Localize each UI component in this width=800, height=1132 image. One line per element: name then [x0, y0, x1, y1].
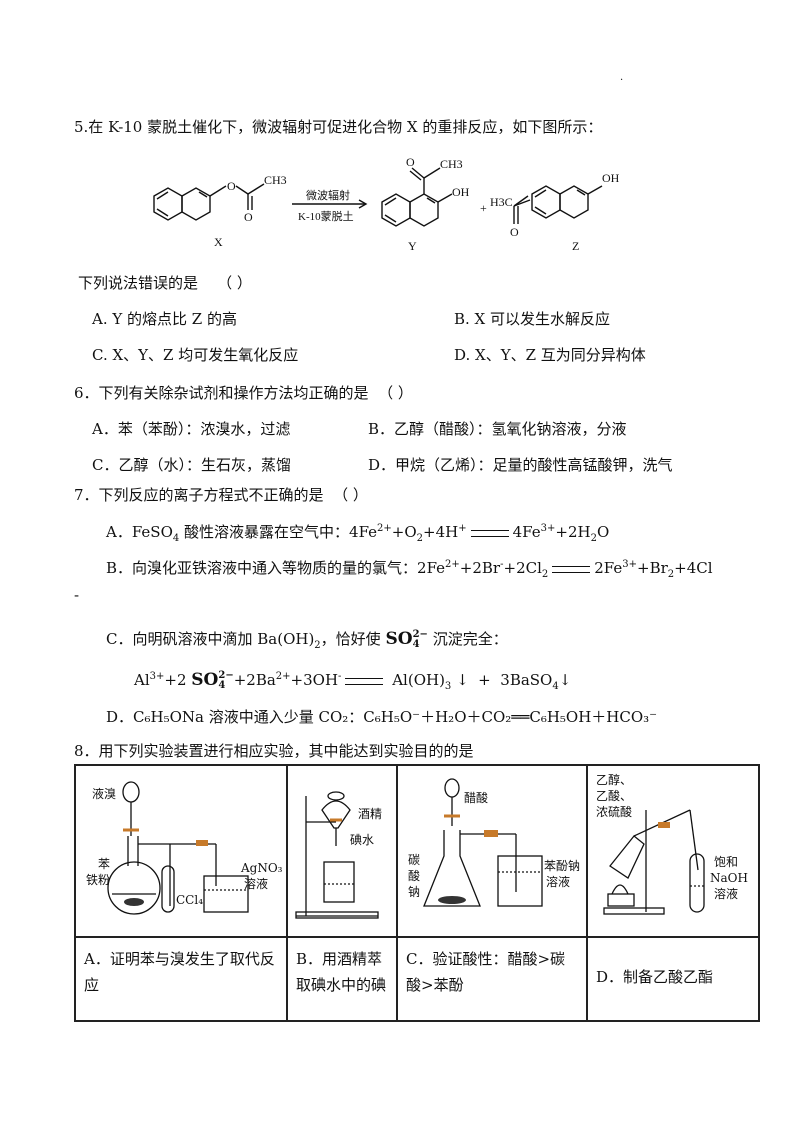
q7-b-tail: - [74, 586, 80, 604]
q8-figure-b: 酒精 碘水 [286, 764, 398, 938]
q8-b-alcohol: 酒精 [358, 807, 382, 821]
q5-prompt: 下列说法错误的是 （ ） [78, 274, 252, 292]
q8-c-na2co3-1: 碳 [408, 853, 420, 867]
q5-option-a: A. Y 的熔点比 Z 的高 [92, 310, 237, 328]
q8-a-ccl4: CCl₄ [176, 893, 203, 907]
q8-stem: 8．用下列实验装置进行相应实验，其中能达到实验目的的是 [74, 742, 474, 760]
q8-apparatus-table: 液溴 苯 铁粉 CCl₄ AgNO₃ 溶液 [74, 764, 760, 1022]
q6-option-d: D．甲烷（乙烯）：足量的酸性高锰酸钾，洗气 [368, 456, 673, 474]
q8-c-phenolate-1: 苯酚钠 [544, 858, 580, 873]
q5-cond-top: 微波辐射 [306, 188, 350, 202]
q8-d-reag-2: 乙酸、 [596, 788, 632, 803]
q5-z-oh: OH [602, 171, 620, 185]
q6-option-c: C．乙醇（水）：生石灰，蒸馏 [92, 456, 291, 474]
q7-stem: 7．下列反应的离子方程式不正确的是 （ ） [74, 486, 368, 504]
q8-caption-d: D．制备乙酸乙酯 [586, 936, 760, 1022]
q8-d-sat-2: NaOH [710, 871, 748, 885]
q5-label-x: X [214, 235, 223, 249]
q5-plus: + [480, 201, 487, 215]
q5-option-c: C. X、Y、Z 均可发生氧化反应 [92, 346, 299, 364]
q8-a-benzene: 苯 [98, 857, 110, 871]
q5-option-b: B. X 可以发生水解反应 [454, 310, 611, 328]
q8-caption-a: A．证明苯与溴发生了取代反应 [74, 936, 288, 1022]
q8-d-reag-3: 浓硫酸 [596, 804, 632, 819]
q8-c-acetic: 醋酸 [464, 790, 488, 805]
svg-text:O: O [406, 155, 415, 169]
q8-c-phenolate-2: 溶液 [546, 874, 570, 889]
q8-b-iodine: 碘水 [350, 833, 374, 847]
q8-a-soln: 溶液 [244, 876, 268, 891]
q8-c-na2co3-3: 钠 [408, 884, 420, 899]
corner-dot: . [620, 72, 624, 83]
q5-stem: 5.在 K-10 蒙脱土催化下，微波辐射可促进化合物 X 的重排反应，如下图所示… [74, 118, 603, 136]
q8-caption-c: C．验证酸性：醋酸>碳酸>苯酚 [396, 936, 588, 1022]
q5-y-oh: OH [452, 185, 470, 199]
q6-stem: 6．下列有关除杂试剂和操作方法均正确的是 （ ） [74, 384, 413, 402]
q8-figure-a: 液溴 苯 铁粉 CCl₄ AgNO₃ 溶液 [74, 764, 288, 938]
q6-option-a: A．苯（苯酚）：浓溴水，过滤 [92, 420, 291, 438]
q8-a-liquid-br: 液溴 [92, 786, 116, 801]
q5-label-z: Z [572, 239, 579, 253]
q8-d-sat-3: 溶液 [714, 886, 738, 901]
q7-a-equation: 4Fe2++O2+4H+4Fe3++2H2O [349, 523, 610, 544]
svg-text:O: O [510, 225, 519, 239]
q5-y-ch3: CH3 [440, 157, 463, 171]
q8-figure-c: 醋酸 碳 酸 钠 苯酚钠 溶液 [396, 764, 588, 938]
q5-x-oxygen: O [227, 179, 236, 193]
q7-option-d: D．C₆H₅ONa 溶液中通入少量 CO₂：C₆H₅O⁻＋H₂O＋CO₂══C₆… [106, 708, 658, 726]
q5-label-y: Y [408, 239, 417, 253]
q6-option-b: B．乙醇（醋酸）：氢氧化钠溶液，分液 [368, 420, 627, 438]
q6-answer-paren: （ ） [378, 384, 413, 402]
q8-caption-b: B．用酒精萃取碘水中的碘 [286, 936, 398, 1022]
q8-a-agno3: AgNO₃ [240, 861, 283, 875]
q5-cond-bottom: K-10蒙脱土 [298, 209, 354, 223]
q7-option-a: A．FeSO4 酸性溶液暴露在空气中：4Fe2++O2+4H+4Fe3++2H2… [106, 523, 610, 544]
q8-d-reag-1: 乙醇、 [596, 772, 632, 787]
q8-figure-d: 乙醇、 乙酸、 浓硫酸 饱和 NaOH 溶液 [586, 764, 760, 938]
q5-option-d: D. X、Y、Z 互为同分异构体 [454, 346, 646, 364]
q8-a-iron: 铁粉 [86, 873, 110, 887]
q5-reaction-scheme: O CH3 O O CH3 OH + H3C O OH 微波辐射 K-10蒙脱土… [140, 144, 680, 264]
q5-z-h3c: H3C [490, 195, 513, 209]
q5-answer-paren: （ ） [217, 274, 252, 292]
q8-d-sat-1: 饱和 [714, 854, 738, 869]
q8-c-na2co3-2: 酸 [408, 868, 420, 883]
q5-x-ch3: CH3 [264, 173, 287, 187]
svg-text:O: O [244, 210, 253, 224]
q7-answer-paren: （ ） [333, 486, 368, 504]
